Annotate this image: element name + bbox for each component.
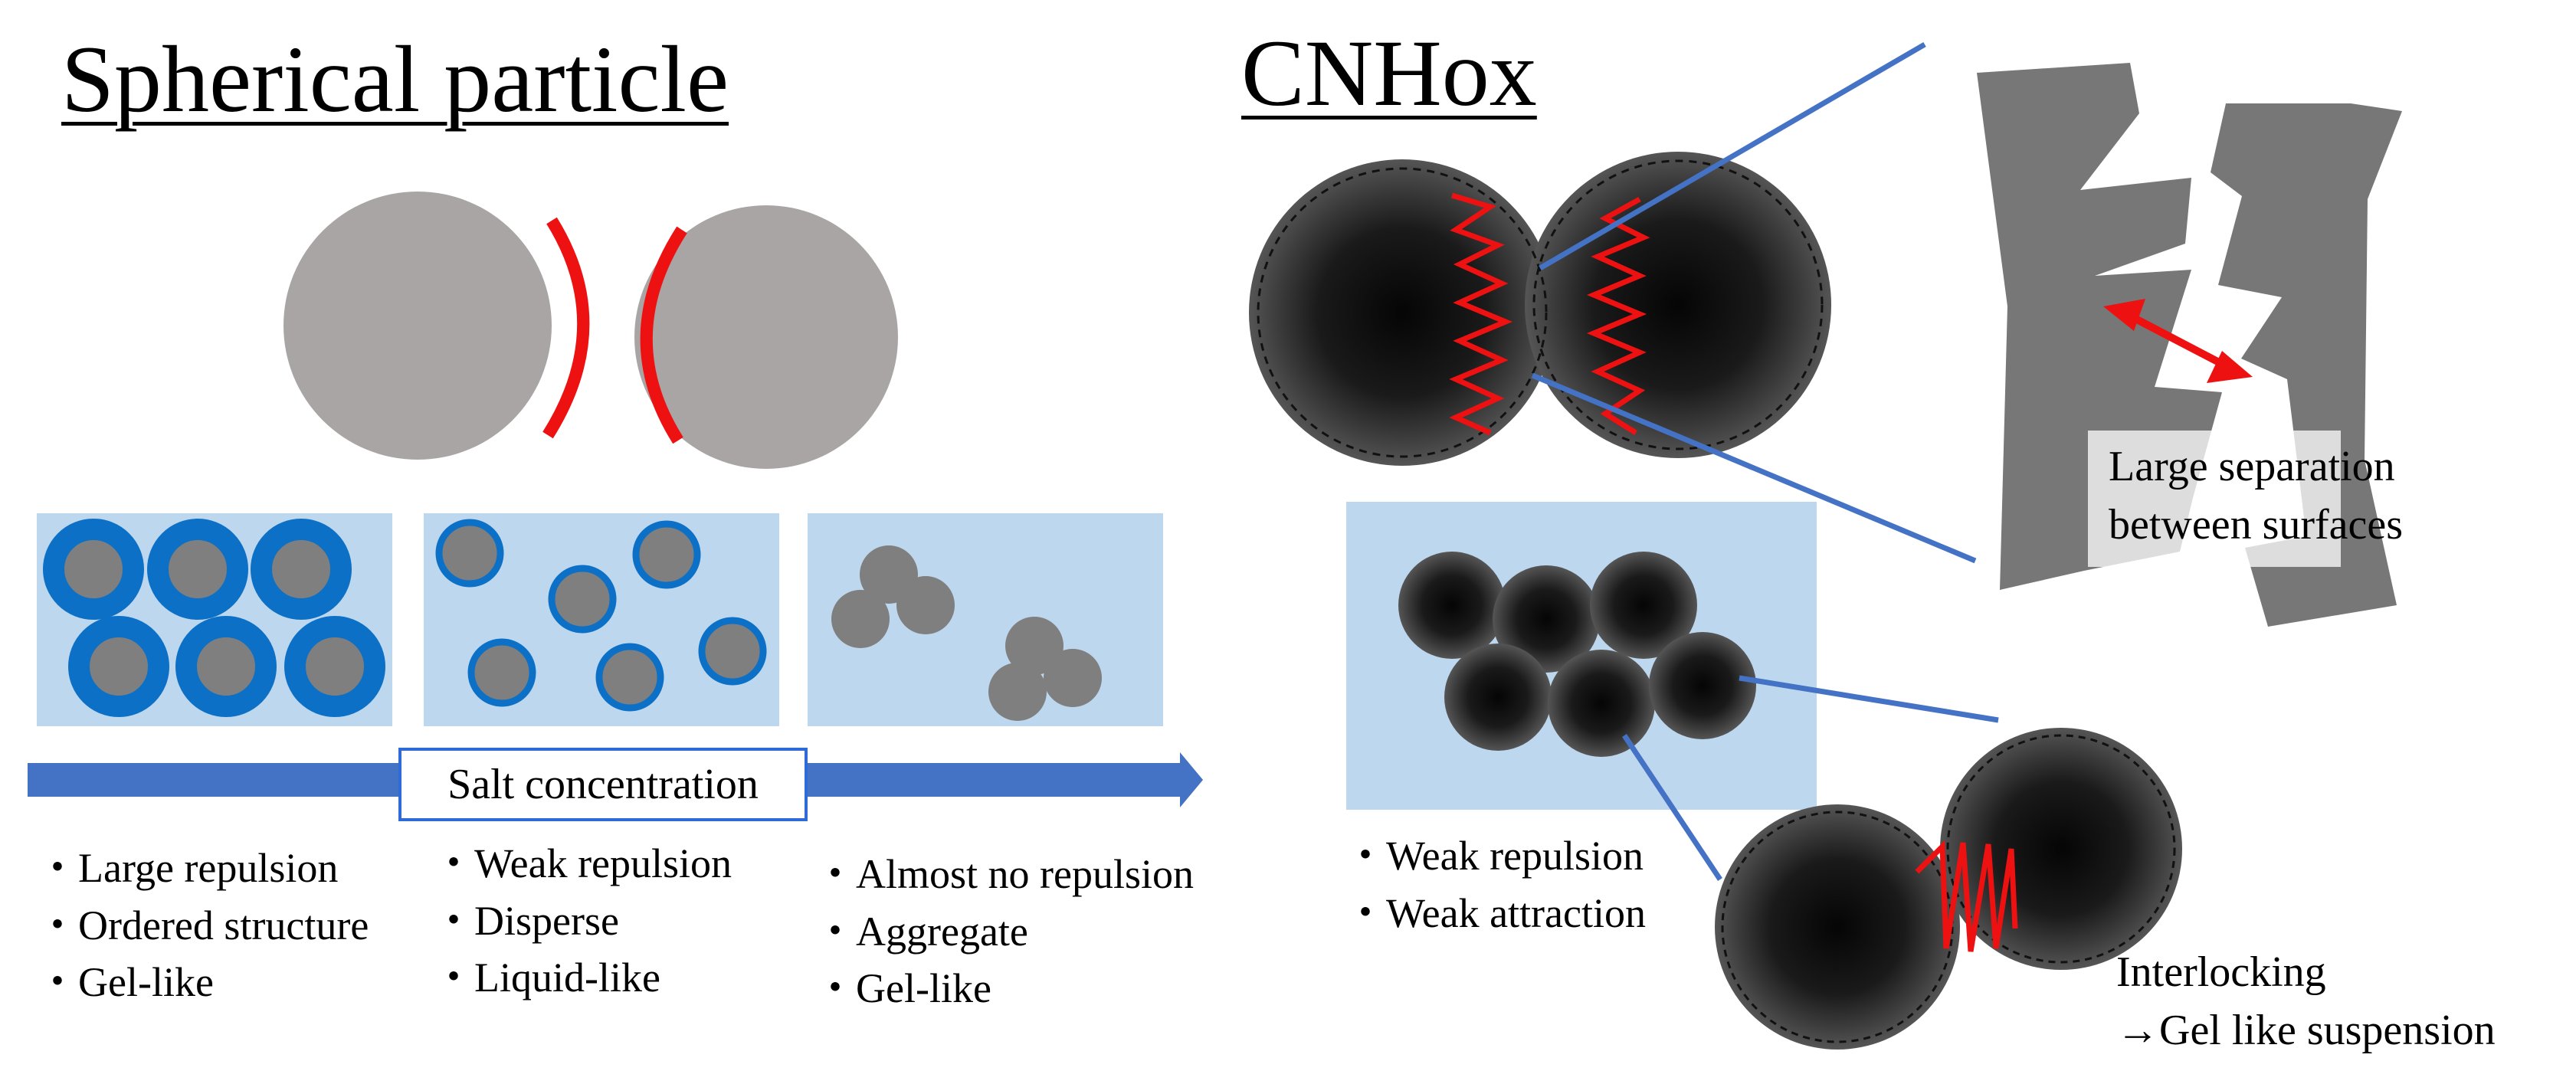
right-title: CNHox bbox=[1241, 21, 1537, 126]
separation-label-line2: between surfaces bbox=[2109, 500, 2404, 549]
list-item: ・Almost no repulsion bbox=[814, 851, 1194, 897]
list-item: ・Disperse bbox=[433, 897, 619, 944]
left-title: Spherical particle bbox=[61, 27, 729, 132]
separation-arrow-head-left bbox=[2103, 299, 2145, 331]
separation-arrow-shaft bbox=[2132, 314, 2224, 368]
col3-list: ・Almost no repulsion ・Aggregate ・Gel-lik… bbox=[814, 846, 1194, 1017]
salt-concentration-label: Salt concentration bbox=[398, 748, 808, 821]
list-item: ・Weak repulsion bbox=[433, 840, 732, 886]
list-item: ・Aggregate bbox=[814, 908, 1028, 955]
box-ordered bbox=[37, 513, 392, 726]
box-disperse bbox=[424, 513, 779, 726]
list-item: ・Large repulsion bbox=[37, 845, 339, 891]
separation-arrow-head-right bbox=[2207, 351, 2253, 383]
cnh-notes-list: ・Weak repulsion ・Weak attraction bbox=[1345, 827, 1646, 942]
list-item: ・Liquid-like bbox=[433, 955, 660, 1001]
list-item: ・Weak attraction bbox=[1345, 889, 1646, 936]
separation-label-line1: Large separation bbox=[2109, 443, 2395, 490]
surface-right bbox=[2211, 103, 2402, 627]
interlock-label: Interlocking →Gel like suspension bbox=[2116, 944, 2496, 1059]
list-item: ・Weak repulsion bbox=[1345, 833, 1644, 879]
list-item: ・Ordered structure bbox=[37, 902, 369, 948]
repulsion-arc-left bbox=[542, 217, 590, 439]
sphere-right bbox=[634, 205, 898, 469]
interlock-red-zigzag bbox=[1915, 840, 2018, 952]
interlock-label-line2: →Gel like suspension bbox=[2116, 1006, 2496, 1054]
separation-label: Large separation between surfaces bbox=[2109, 438, 2403, 554]
zoom-lines-top bbox=[1531, 41, 1977, 564]
cnh-red-zigzag-left bbox=[1449, 192, 1513, 436]
col1-list: ・Large repulsion ・Ordered structure ・Gel… bbox=[37, 840, 369, 1011]
cnh-pair-bottom bbox=[1715, 728, 2182, 1050]
interlock-label-line1: Interlocking bbox=[2116, 948, 2326, 996]
separation-label-bg bbox=[2088, 431, 2341, 567]
sphere-left bbox=[283, 192, 552, 460]
zoom-lines-bottom bbox=[1622, 675, 1999, 881]
list-item: ・Gel-like bbox=[37, 959, 214, 1006]
cnh-red-zigzag-right bbox=[1586, 196, 1650, 435]
cnh-pair-top bbox=[1249, 152, 1831, 466]
cnh-box bbox=[1346, 502, 1817, 810]
repulsion-arc-right bbox=[640, 226, 687, 444]
box-aggregate bbox=[808, 513, 1163, 726]
list-item: ・Gel-like bbox=[814, 965, 991, 1012]
spherical-particle-pair bbox=[283, 192, 898, 469]
col2-list: ・Weak repulsion ・Disperse ・Liquid-like bbox=[433, 835, 732, 1007]
